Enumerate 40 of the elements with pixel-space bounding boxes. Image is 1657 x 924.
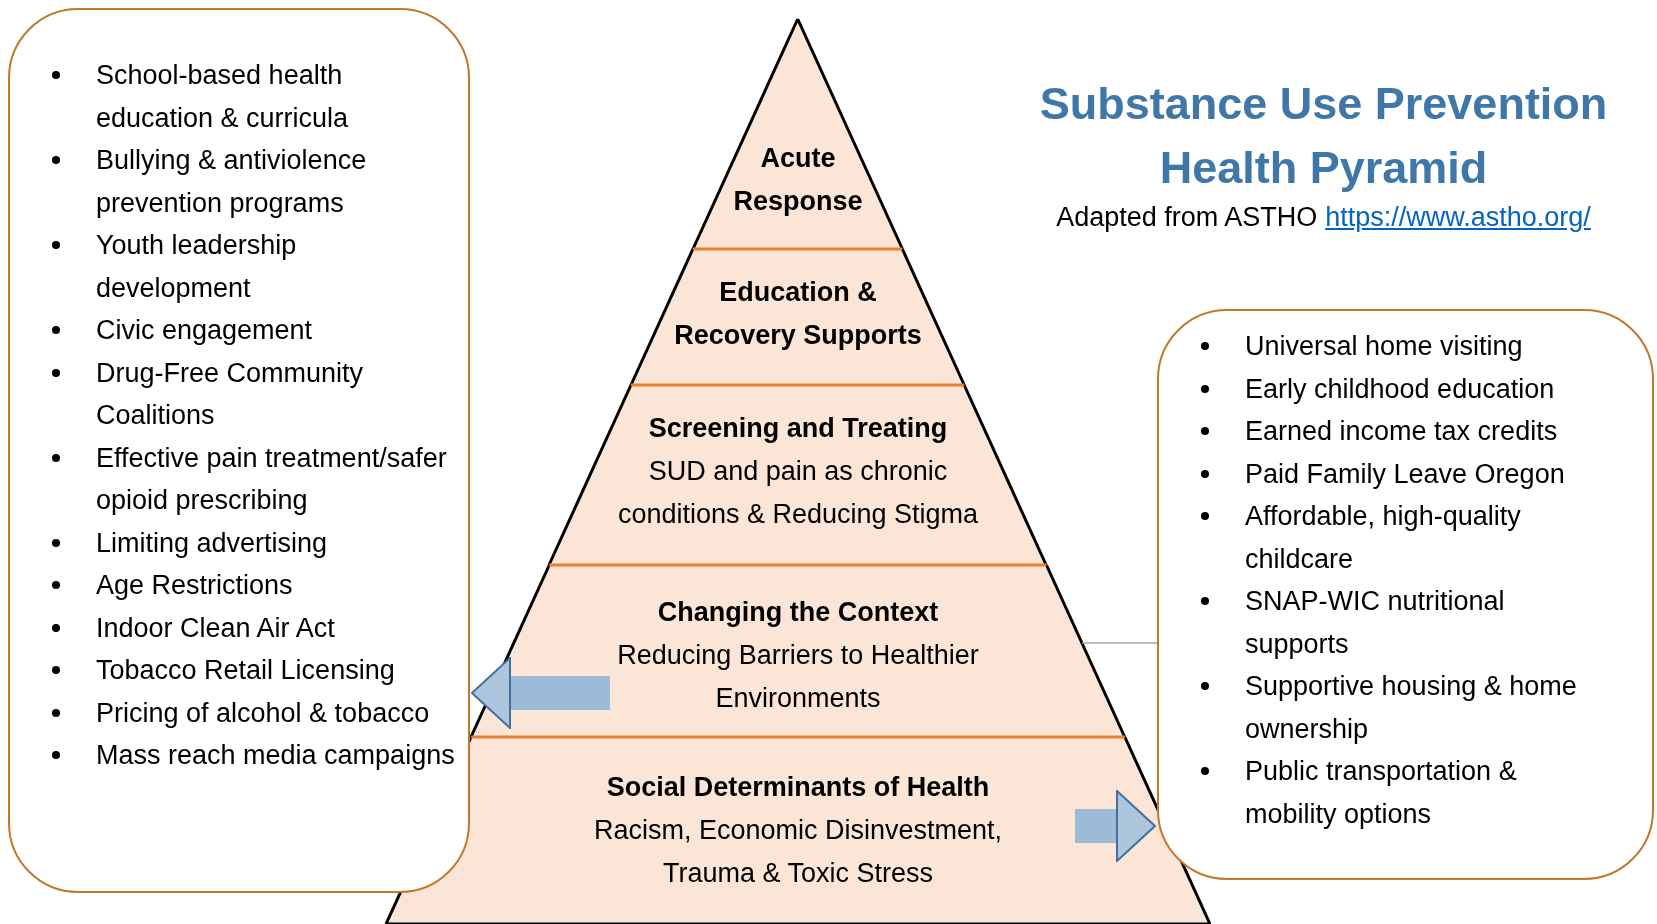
- bullet-text: Mass reach media campaigns: [96, 740, 455, 770]
- pyramid-band: [549, 385, 1047, 565]
- bullet-text: Limiting advertising: [96, 527, 328, 558]
- band-heading: Education & Recovery Supports: [673, 276, 923, 352]
- web-link: https://www.astho.org/: [1325, 202, 1591, 232]
- bullet-text: Age Restrictions: [96, 570, 293, 600]
- pyramid-band: [693, 19, 903, 249]
- bullet-text: Early childhood education: [1245, 373, 1555, 404]
- bullet-text: Pricing of alcohol & tobacco: [96, 697, 430, 728]
- bullet-text: Drug-Free Community Coalitions: [96, 357, 364, 430]
- bullet-text: Earned income tax credits: [1245, 416, 1558, 446]
- band-heading: Acute Response: [732, 142, 864, 218]
- rounded-box: [8, 8, 470, 893]
- bullet-text: SNAP-WIC nutritional supports: [1245, 586, 1505, 659]
- bullet-text: Indoor Clean Air Act: [96, 612, 335, 643]
- pyramid-band: [631, 249, 965, 385]
- band-heading: Screening and Treating: [647, 412, 949, 445]
- block-arrow: [1075, 790, 1156, 862]
- bullet-text: Public transportation & mobility options: [1245, 756, 1517, 829]
- title: Substance Use Prevention Health Pyramid: [1038, 77, 1609, 195]
- connector-line: [1081, 642, 1158, 644]
- band-text: SUD and pain as chronic conditions & Reducing Stigma: [616, 455, 980, 531]
- rounded-box: [1157, 309, 1654, 880]
- bullet-text: Youth leadership development: [96, 230, 297, 303]
- bullet-text: School-based health education & curricula: [96, 60, 349, 133]
- bullet-text: Tobacco Retail Licensing: [96, 655, 395, 685]
- bullet-text: Effective pain treatment/safer opioid prescribing: [96, 442, 447, 515]
- band-heading: Changing the Context: [656, 596, 940, 629]
- bullet-text: Civic engagement: [96, 315, 313, 345]
- pyramid-band: [471, 565, 1125, 737]
- bullet-text: Paid Family Leave Oregon: [1245, 458, 1565, 489]
- block-arrow: [471, 657, 610, 729]
- bullet-text: Affordable, high-quality childcare: [1245, 501, 1521, 574]
- bullet-text: Universal home visiting: [1245, 331, 1523, 361]
- source-note: Adapted from ASTHO: [1056, 202, 1318, 232]
- band-heading: Social Determinants of Health: [605, 771, 991, 804]
- bullet-text: Bullying & antiviolence prevention programs: [96, 145, 367, 218]
- bullet-text: Supportive housing & home ownership: [1245, 671, 1577, 744]
- band-text: Racism, Economic Disinvestment, Trauma & Toxic Stress: [592, 814, 1004, 890]
- band-text: Reducing Barriers to Healthier Environments: [616, 639, 980, 715]
